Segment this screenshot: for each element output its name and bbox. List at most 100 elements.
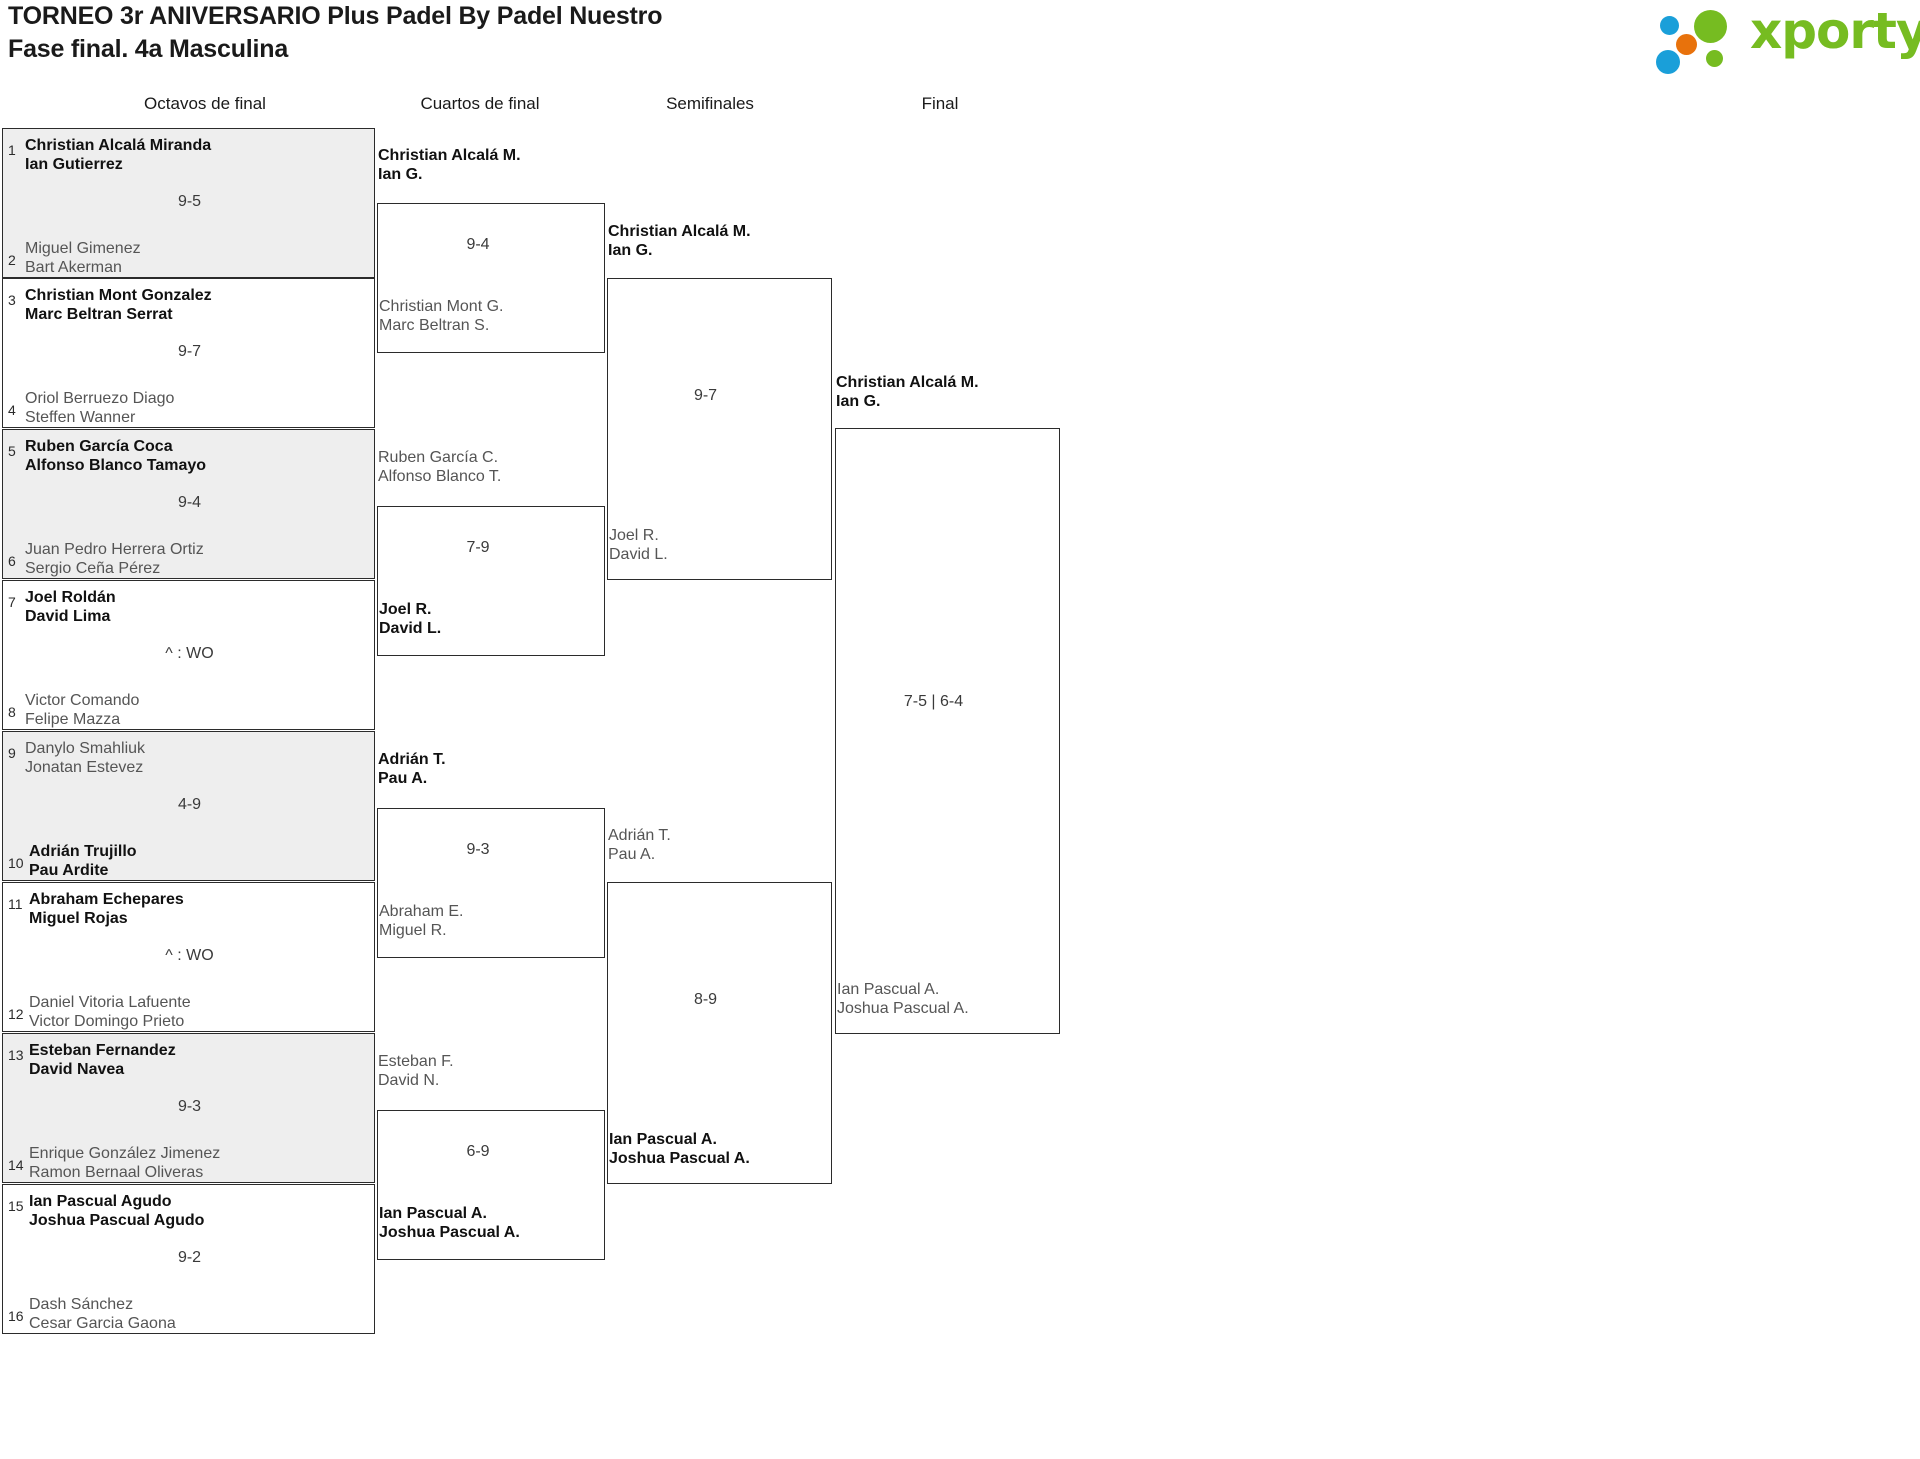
round-header-octavos: Octavos de final <box>144 94 266 113</box>
team-name-line2: Victor Domingo Prieto <box>29 1013 185 1030</box>
team-name-line1: Enrique González Jimenez <box>29 1145 221 1162</box>
seed-number: 15 <box>8 1198 24 1214</box>
team-name-line1: Dash Sánchez <box>29 1296 134 1313</box>
team-name-line2: David Navea <box>29 1061 125 1078</box>
seed-number: 5 <box>8 443 16 459</box>
match-score: 7-5 | 6-4 <box>903 693 964 710</box>
seed-number: 9 <box>8 745 16 761</box>
team-name-line1: Christian Mont G. <box>379 298 504 315</box>
xporty-logo[interactable]: xporty <box>1654 2 1920 74</box>
match-score: 9-7 <box>693 387 718 404</box>
sf1-advancing-line2: Ian G. <box>608 242 653 259</box>
qf-match-2[interactable]: 7-9 Joel R. David L. <box>377 506 605 656</box>
logo-dot-orange <box>1676 34 1697 55</box>
r16-match-1[interactable]: 1 Christian Alcalá Miranda Ian Gutierrez… <box>2 128 375 278</box>
team-name-line2: Ian Gutierrez <box>25 156 123 173</box>
team-name-line2: Joshua Pascual A. <box>609 1150 750 1167</box>
team-name-line2: Joshua Pascual Agudo <box>29 1212 205 1229</box>
team-name-line2: David Lima <box>25 608 111 625</box>
seed-number: 8 <box>8 704 16 720</box>
team-name-line1: Adrián Trujillo <box>29 843 137 860</box>
qf-match-3[interactable]: 9-3 Abraham E. Miguel R. <box>377 808 605 958</box>
r16-match-5[interactable]: 9 Danylo Smahliuk Jonatan Estevez 4-9 10… <box>2 731 375 881</box>
match-score: 7-9 <box>466 539 490 556</box>
team-name-line2: Jonatan Estevez <box>25 759 144 776</box>
qf4-advancing-line2: David N. <box>378 1072 440 1089</box>
team-name-line2: Bart Akerman <box>25 259 122 276</box>
team-name-line1: Ian Pascual A. <box>609 1131 717 1148</box>
sf2-advancing-line2: Pau A. <box>608 846 656 863</box>
tournament-title: TORNEO 3r ANIVERSARIO Plus Padel By Pade… <box>8 2 663 30</box>
r16-match-6[interactable]: 11 Abraham Echepares Miguel Rojas ^ : WO… <box>2 882 375 1032</box>
match-score: 6-9 <box>466 1143 490 1160</box>
match-score: 9-3 <box>177 1098 202 1115</box>
round-header-semis: Semifinales <box>666 94 754 113</box>
team-name-line1: Joel Roldán <box>25 589 116 606</box>
sf2-advancing-line1: Adrián T. <box>608 827 671 844</box>
seed-number: 11 <box>8 896 23 912</box>
match-score: 9-7 <box>177 343 202 360</box>
team-name-line1: Miguel Gimenez <box>25 240 141 257</box>
team-name-line2: Felipe Mazza <box>25 711 121 728</box>
team-name-line1: Joel R. <box>609 527 659 544</box>
team-name-line1: Abraham Echepares <box>29 891 184 908</box>
champion-line2: Ian G. <box>836 393 881 410</box>
seed-number: 7 <box>8 594 16 610</box>
logo-dot-green-big <box>1694 10 1727 43</box>
qf4-advancing-line1: Esteban F. <box>378 1053 454 1070</box>
team-name-line2: David L. <box>609 546 668 563</box>
sf1-advancing-line1: Christian Alcalá M. <box>608 223 751 240</box>
logo-wordmark: xporty <box>1750 2 1920 60</box>
match-score: 9-2 <box>177 1249 202 1266</box>
team-name-line1: Ian Pascual A. <box>379 1205 487 1222</box>
team-name-line1: Ian Pascual A. <box>837 981 940 998</box>
logo-dot-blue-top <box>1660 16 1679 35</box>
seed-number: 4 <box>8 402 16 418</box>
team-name-line2: Cesar Garcia Gaona <box>29 1315 176 1332</box>
team-name-line1: Oriol Berruezo Diago <box>25 390 175 407</box>
team-name-line2: Ramon Bernaal Oliveras <box>29 1164 204 1181</box>
qf-match-1[interactable]: 9-4 Christian Mont G. Marc Beltran S. <box>377 203 605 353</box>
round-header-cuartos: Cuartos de final <box>420 94 540 113</box>
r16-match-8[interactable]: 15 Ian Pascual Agudo Joshua Pascual Agud… <box>2 1184 375 1334</box>
r16-match-7[interactable]: 13 Esteban Fernandez David Navea 9-3 14 … <box>2 1033 375 1183</box>
logo-dot-green-small <box>1706 50 1723 67</box>
sf-match-2[interactable]: 8-9 Ian Pascual A. Joshua Pascual A. <box>607 882 832 1184</box>
seed-number: 10 <box>8 855 24 871</box>
team-name-line2: David L. <box>379 620 442 637</box>
r16-match-4[interactable]: 7 Joel Roldán David Lima ^ : WO 8 Victor… <box>2 580 375 730</box>
qf3-advancing-line2: Pau A. <box>378 770 428 787</box>
match-score: 9-5 <box>177 193 202 210</box>
team-name-line1: Christian Mont Gonzalez <box>25 287 212 304</box>
qf1-advancing-line1: Christian Alcalá M. <box>378 147 521 164</box>
team-name-line1: Victor Comando <box>25 692 140 709</box>
team-name-line2: Joshua Pascual A. <box>837 1000 969 1017</box>
r16-match-2[interactable]: 3 Christian Mont Gonzalez Marc Beltran S… <box>2 278 375 428</box>
seed-number: 16 <box>8 1308 24 1324</box>
team-name-line2: Miguel R. <box>379 922 447 939</box>
team-name-line2: Marc Beltran Serrat <box>25 306 173 323</box>
seed-number: 14 <box>8 1157 24 1173</box>
team-name-line1: Daniel Vitoria Lafuente <box>29 994 191 1011</box>
qf3-advancing-line1: Adrián T. <box>378 751 446 768</box>
team-name-line1: Esteban Fernandez <box>29 1042 176 1059</box>
team-name-line2: Miguel Rojas <box>29 910 128 927</box>
team-name-line1: Christian Alcalá Miranda <box>25 137 212 154</box>
round-header-final: Final <box>921 94 959 113</box>
seed-number: 2 <box>8 252 16 268</box>
team-name-line1: Ian Pascual Agudo <box>29 1193 172 1210</box>
qf-match-4[interactable]: 6-9 Ian Pascual A. Joshua Pascual A. <box>377 1110 605 1260</box>
team-name-line1: Juan Pedro Herrera Ortiz <box>25 541 204 558</box>
final-match[interactable]: 7-5 | 6-4 Ian Pascual A. Joshua Pascual … <box>835 428 1060 1034</box>
seed-number: 6 <box>8 553 16 569</box>
sf-match-1[interactable]: 9-7 Joel R. David L. <box>607 278 832 580</box>
team-name-line2: Alfonso Blanco Tamayo <box>25 457 207 474</box>
seed-number: 1 <box>8 142 16 158</box>
match-score: ^ : WO <box>165 947 214 964</box>
r16-match-3[interactable]: 5 Ruben García Coca Alfonso Blanco Tamay… <box>2 429 375 579</box>
team-name-line2: Steffen Wanner <box>25 409 136 426</box>
seed-number: 13 <box>8 1047 24 1063</box>
team-name-line1: Abraham E. <box>379 903 464 920</box>
team-name-line2: Joshua Pascual A. <box>379 1224 520 1241</box>
